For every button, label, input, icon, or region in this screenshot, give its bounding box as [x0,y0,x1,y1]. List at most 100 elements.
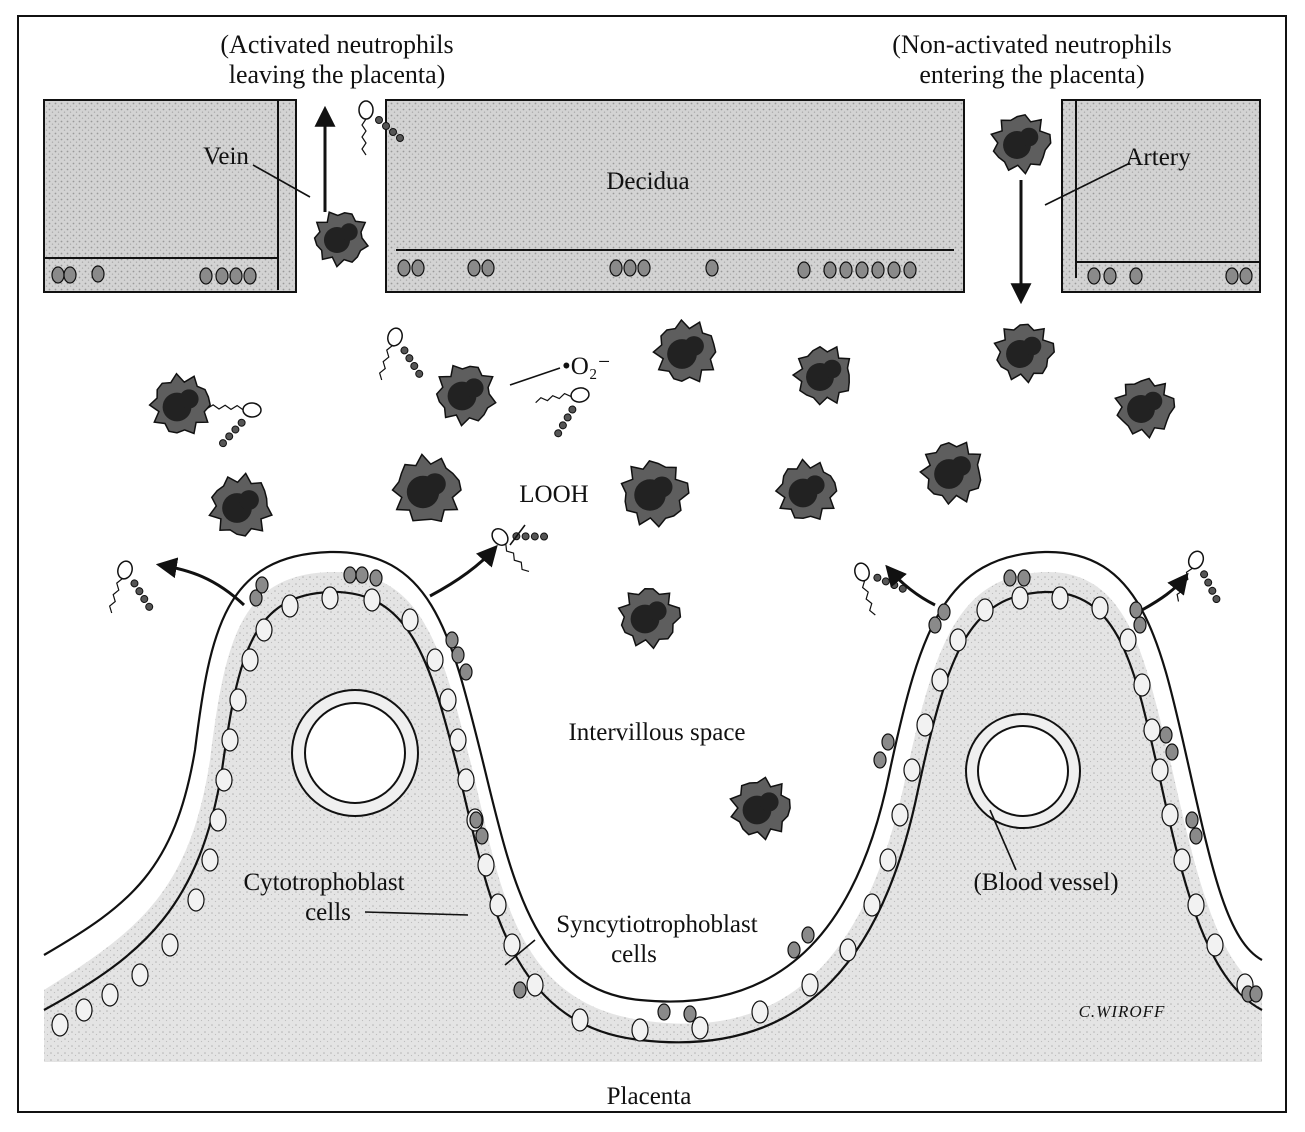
cytotrophoblast-cell [977,599,993,621]
cytotrophoblast-cell [950,629,966,651]
neutrophil [315,212,368,266]
lipid-bead [130,579,139,588]
label-decidua: Decidua [606,168,689,195]
lipid-molecule [534,387,595,440]
cytotrophoblast-cell [402,609,418,631]
cytotrophoblast-cell [1207,934,1223,956]
neutrophil [920,442,980,504]
decidua-cell [1104,268,1116,284]
lipid-bead [521,531,531,541]
syncytiotrophoblast-nucleus [256,577,268,593]
cytotrophoblast-cell [1120,629,1136,651]
cytotrophoblast-cell [632,1019,648,1041]
cytotrophoblast-cell [478,854,494,876]
decidua-cell [904,262,916,278]
cytotrophoblast-cell [1188,894,1204,916]
lipid-bead [1204,578,1213,587]
lipid-release-arrow-2 [430,548,495,596]
decidua-cell [1226,268,1238,284]
fetal-blood-vessel-left [292,690,418,816]
lipid-bead [376,117,383,124]
label-placenta: Placenta [607,1083,692,1110]
neutrophil [437,366,496,426]
neutrophil-nucleus-lobe [340,223,357,240]
lipid-head [116,559,135,580]
neutrophil-nucleus-lobe [1020,128,1039,147]
cytotrophoblast-cell [504,934,520,956]
cytotrophoblast-cell [52,1014,68,1036]
cytotrophoblast-cell [917,714,933,736]
lipid-bead [1199,570,1208,579]
lipid-bead [145,602,154,611]
lipid-molecule [105,559,163,624]
lipid-tail [378,344,392,380]
cytotrophoblast-cell [216,769,232,791]
decidua-cell [92,266,104,282]
cytotrophoblast-cell [892,804,908,826]
cytotrophoblast-cell [230,689,246,711]
syncytiotrophoblast-nucleus [802,927,814,943]
lipid-tail [535,393,571,403]
decidua-cell [468,260,480,276]
syncytiotrophoblast-nucleus [1190,828,1202,844]
label-nonactivated-line1: (Non-activated neutrophils [892,30,1171,59]
lipid-head [489,526,511,549]
neutrophil [653,320,715,382]
neutrophil-nucleus-lobe [805,475,824,494]
lipid-bead [226,433,233,440]
cytotrophoblast-cell [904,759,920,781]
label-blood-vessel: (Blood vessel) [973,869,1118,896]
syncytiotrophoblast-nucleus [452,647,464,663]
lipid-head [1186,549,1206,571]
decidua-cell [824,262,836,278]
syncytiotrophoblast-nucleus [476,828,488,844]
lipid-bead [232,426,239,433]
lipid-molecule [375,326,433,391]
lipid-bead [554,429,562,437]
lipid-molecule [206,402,261,448]
syncytiotrophoblast-nucleus [938,604,950,620]
cytotrophoblast-cell [427,649,443,671]
cytotrophoblast-cell [932,669,948,691]
neutrophil-nucleus-lobe [823,360,842,379]
lipid-bead [559,421,567,429]
cytotrophoblast-cell [76,999,92,1021]
neutrophil-nucleus-lobe [652,477,673,498]
decidua-cell [872,262,884,278]
cytotrophoblast-cell [102,984,118,1006]
lipid-head [853,561,872,582]
decidua-cell [706,260,718,276]
decidua-cell [1130,268,1142,284]
lipid-tail [207,405,243,410]
lipid-bead [873,573,882,582]
lipid-bead [410,362,419,371]
cytotrophoblast-cell [1052,587,1068,609]
syncytiotrophoblast-nucleus [344,567,356,583]
syncytiotrophoblast-nucleus [1166,744,1178,760]
neutrophil-nucleus-lobe [951,456,971,476]
neutrophil [393,454,462,521]
superoxide-leader [510,368,560,385]
syncytiotrophoblast-nucleus [446,632,458,648]
decidua-cell [638,260,650,276]
decidua-cell [482,260,494,276]
decidua-cell [52,267,64,283]
lipid-tail [362,119,366,155]
decidua-cell [200,268,212,284]
syncytiotrophoblast-nucleus [460,664,472,680]
neutrophil-nucleus-lobe [464,378,483,397]
lipid-head [243,403,261,418]
neutrophil-nucleus-lobe [647,601,666,620]
label-syncytiotrophoblast-line2: cells [611,941,657,968]
syncytiotrophoblast-nucleus [882,734,894,750]
decidua-cell [398,260,410,276]
cytotrophoblast-cell [202,849,218,871]
cytotrophoblast-cell [322,587,338,609]
decidua-cell [230,268,242,284]
syncytiotrophoblast-nucleus [1250,986,1262,1002]
lipid-bead [397,135,404,142]
cytotrophoblast-cell [458,769,474,791]
label-cytotrophoblast-line1: Cytotrophoblast [243,869,404,896]
lipid-head [359,101,373,119]
